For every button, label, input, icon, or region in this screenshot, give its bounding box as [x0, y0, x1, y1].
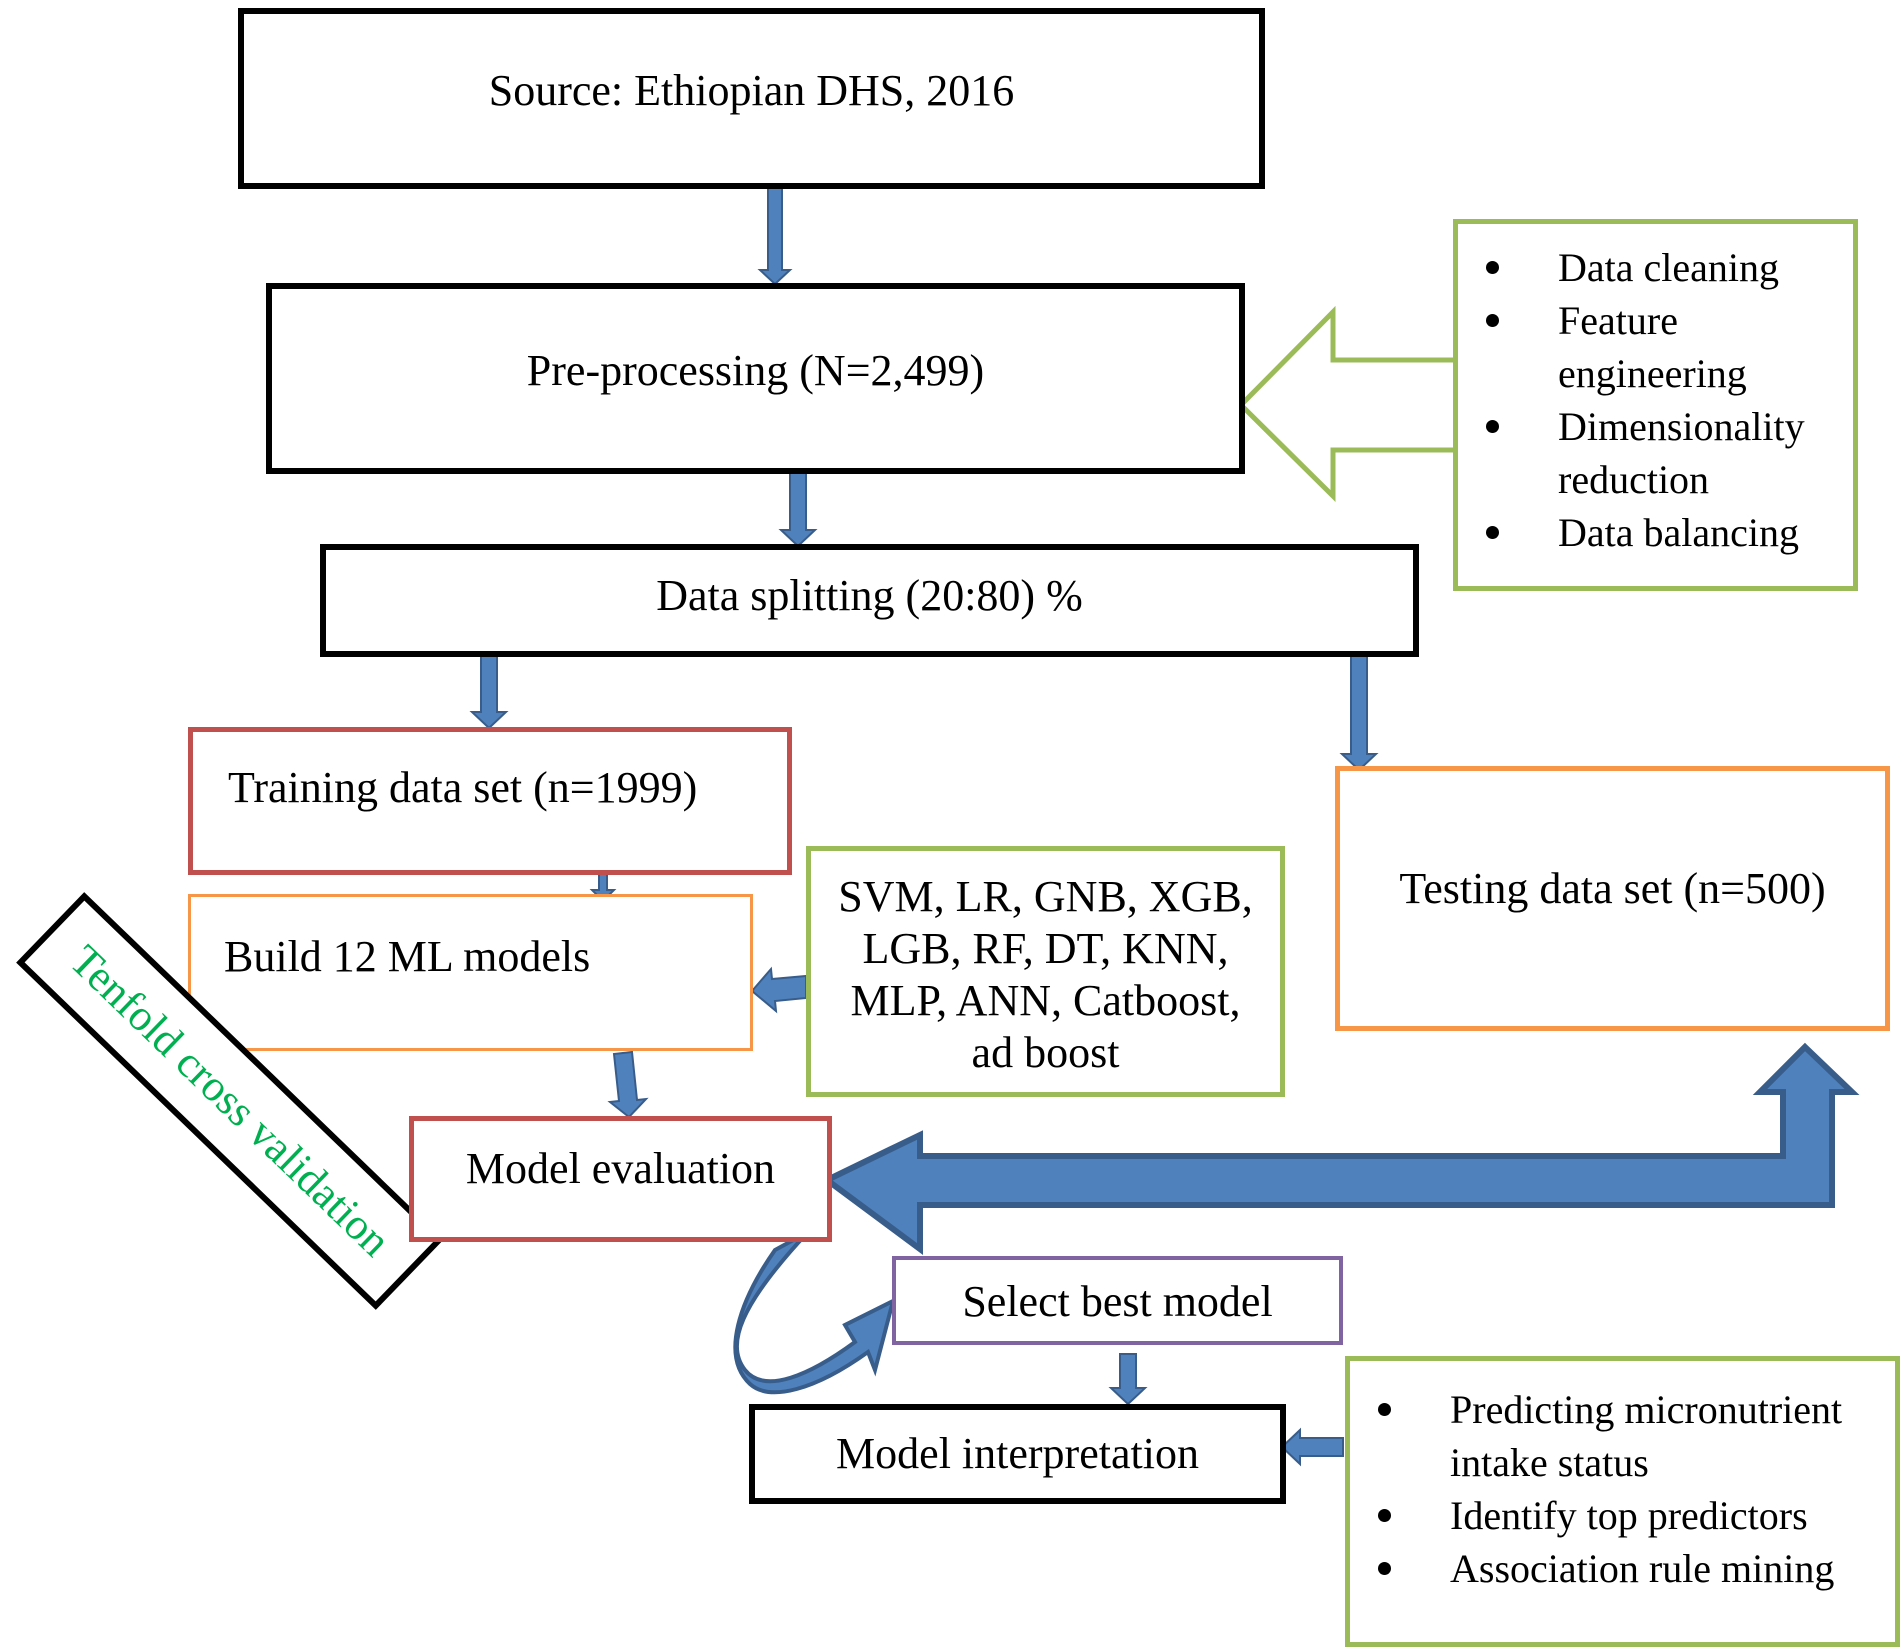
output-top-predictors: Identify top predictors: [1350, 1489, 1900, 1542]
arrow-outputs-to-interpretation: [1280, 1427, 1344, 1467]
testing-box: Testing data set (n=500): [1335, 766, 1890, 1031]
preprocessing-steps-box: Data cleaning Feature engineering Dimens…: [1453, 219, 1858, 591]
step-feature-engineering: Feature engineering: [1458, 294, 1798, 400]
preprocessing-box: Pre-processing (N=2,499): [266, 283, 1245, 474]
arrow-select-to-interpretation: [1108, 1353, 1148, 1406]
interpretation-box: Model interpretation: [749, 1404, 1286, 1504]
models-list-line-1: SVM, LR, GNB, XGB,: [838, 872, 1253, 921]
build-models-box: Build 12 ML models: [188, 894, 753, 1051]
arrow-splitting-to-testing: [1339, 651, 1379, 772]
arrow-preprocessing-to-splitting: [778, 469, 818, 548]
models-list-line-2: LGB, RF, DT, KNN,: [862, 924, 1229, 973]
evaluation-label: Model evaluation: [465, 1144, 776, 1193]
step-data-balancing: Data balancing: [1458, 506, 1858, 559]
hollow-arrow-steps-to-preprocessing: [1237, 305, 1461, 502]
training-box: Training data set (n=1999): [188, 727, 792, 875]
output-predicting: Predicting micronutrient intake status: [1350, 1383, 1880, 1489]
interpretation-outputs-box: Predicting micronutrient intake status I…: [1345, 1356, 1900, 1647]
step-dimensionality-reduction: Dimensionality reduction: [1458, 400, 1848, 506]
arrow-build-to-evaluation: [607, 1050, 649, 1119]
models-list-line-3: MLP, ANN, Catboost,: [850, 976, 1241, 1025]
training-label: Training data set (n=1999): [228, 763, 698, 812]
preprocessing-label: Pre-processing (N=2,499): [526, 346, 985, 395]
evaluation-box: Model evaluation: [409, 1116, 832, 1242]
splitting-label: Data splitting (20:80) %: [656, 571, 1083, 620]
interpretation-outputs-list: Predicting micronutrient intake status I…: [1350, 1383, 1900, 1595]
source-label: Source: Ethiopian DHS, 2016: [488, 66, 1015, 115]
select-best-label: Select best model: [962, 1277, 1273, 1326]
preprocessing-steps-list: Data cleaning Feature engineering Dimens…: [1458, 241, 1858, 559]
arrow-models-to-build: [750, 966, 807, 1014]
output-association-rules: Association rule mining: [1350, 1542, 1900, 1595]
curved-arrow-evaluation-to-select: [733, 1230, 897, 1395]
models-list-box: SVM, LR, GNB, XGB, LGB, RF, DT, KNN, MLP…: [806, 846, 1285, 1097]
select-best-box: Select best model: [892, 1256, 1343, 1345]
arrow-splitting-to-training: [469, 651, 509, 730]
build-models-label: Build 12 ML models: [224, 932, 591, 981]
source-box: Source: Ethiopian DHS, 2016: [238, 8, 1265, 189]
interpretation-label: Model interpretation: [836, 1429, 1199, 1478]
testing-label: Testing data set (n=500): [1399, 864, 1826, 913]
splitting-box: Data splitting (20:80) %: [320, 544, 1419, 657]
arrow-source-to-preprocessing: [757, 186, 793, 286]
models-list-line-4: ad boost: [971, 1028, 1120, 1077]
step-data-cleaning: Data cleaning: [1458, 241, 1858, 294]
